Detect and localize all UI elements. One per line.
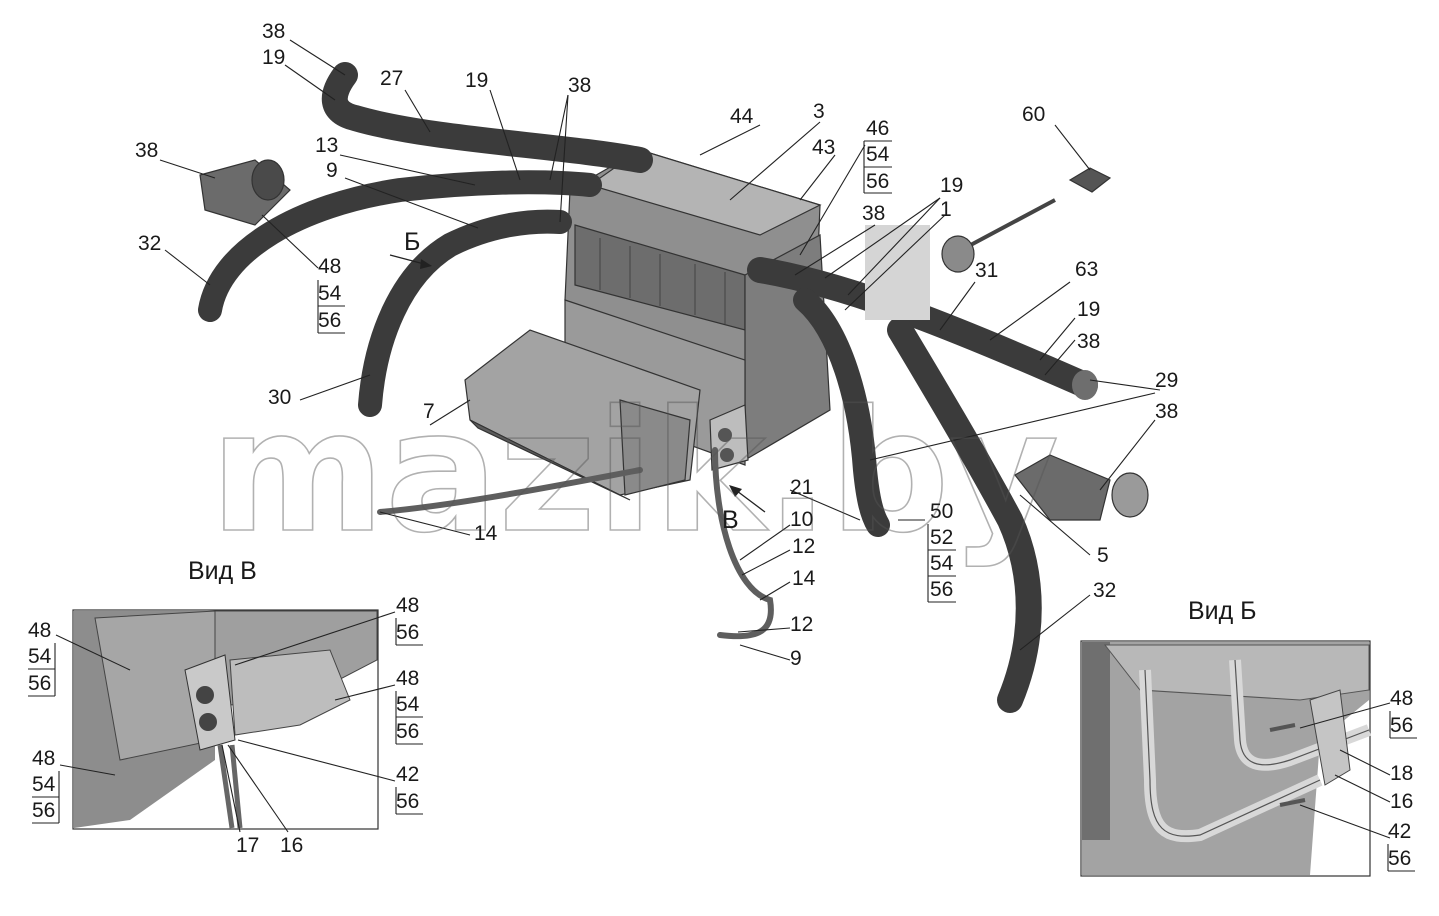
callout-30: 30 bbox=[268, 386, 291, 409]
callout-12: 12 bbox=[792, 535, 815, 558]
callout-38: 38 bbox=[135, 139, 158, 162]
view-arrow-v bbox=[729, 485, 766, 513]
callout-27: 27 bbox=[380, 67, 403, 90]
callout-1: 1 bbox=[940, 198, 952, 221]
callout-21: 21 bbox=[790, 476, 813, 499]
callout-38: 38 bbox=[568, 74, 591, 97]
hose-end-31 bbox=[1072, 370, 1098, 400]
view-b-leaders bbox=[55, 611, 396, 833]
callout-56: 56 bbox=[396, 790, 419, 813]
view-v-title: Вид Б bbox=[1188, 597, 1257, 625]
callout-31: 31 bbox=[975, 259, 998, 282]
callout-13: 13 bbox=[315, 134, 338, 157]
hose-32-right bbox=[887, 317, 1042, 713]
nozzle-38-left bbox=[199, 159, 291, 226]
callout-48: 48 bbox=[396, 667, 419, 690]
callout-48: 48 bbox=[318, 255, 341, 278]
hose-29 bbox=[793, 288, 890, 537]
callout-63: 63 bbox=[1075, 258, 1098, 281]
callout-56: 56 bbox=[1390, 714, 1413, 737]
callout-18: 18 bbox=[1390, 762, 1413, 785]
view-v-inset bbox=[1080, 640, 1372, 877]
callout-38: 38 bbox=[1077, 330, 1100, 353]
callout-7: 7 bbox=[423, 400, 435, 423]
hose-30 bbox=[358, 209, 572, 417]
view-b-title: Вид В bbox=[188, 557, 257, 585]
callout-19: 19 bbox=[940, 174, 963, 197]
callout-38: 38 bbox=[262, 20, 285, 43]
callout-10: 10 bbox=[790, 508, 813, 531]
callout-56: 56 bbox=[396, 621, 419, 644]
callout-5: 5 bbox=[1097, 544, 1109, 567]
callout-52: 52 bbox=[930, 526, 953, 549]
callout-3: 3 bbox=[813, 100, 825, 123]
callout-48: 48 bbox=[32, 747, 55, 770]
callout-48: 48 bbox=[396, 594, 419, 617]
callout-50: 50 bbox=[930, 500, 953, 523]
callout-9: 9 bbox=[790, 647, 802, 670]
nozzle-38-right bbox=[1014, 454, 1149, 521]
callout-44: 44 bbox=[730, 105, 754, 128]
valve-60 bbox=[941, 167, 1112, 273]
callout-54: 54 bbox=[866, 143, 890, 166]
callout-16: 16 bbox=[1390, 790, 1413, 813]
callout-54: 54 bbox=[396, 693, 420, 716]
leader-lines bbox=[159, 39, 1161, 661]
callout-9: 9 bbox=[326, 159, 338, 182]
callout-56: 56 bbox=[866, 170, 889, 193]
callout-56: 56 bbox=[930, 578, 953, 601]
callout-48: 48 bbox=[28, 619, 51, 642]
view-arrow-v-label: В bbox=[722, 506, 739, 534]
callout-32: 32 bbox=[1093, 579, 1116, 602]
view-arrow-b bbox=[389, 254, 432, 269]
hose-32-left bbox=[198, 170, 602, 322]
callout-19: 19 bbox=[262, 46, 285, 69]
callout-54: 54 bbox=[28, 645, 52, 668]
callout-56: 56 bbox=[32, 799, 55, 822]
callout-38: 38 bbox=[1155, 400, 1178, 423]
callout-17: 17 bbox=[236, 834, 259, 857]
callout-54: 54 bbox=[32, 773, 56, 796]
callout-19: 19 bbox=[1077, 298, 1100, 321]
callout-14: 14 bbox=[792, 567, 816, 590]
callout-16: 16 bbox=[280, 834, 303, 857]
view-v-leaders bbox=[1299, 702, 1391, 839]
callout-56: 56 bbox=[396, 720, 419, 743]
callout-14: 14 bbox=[474, 522, 498, 545]
callout-56: 56 bbox=[1388, 847, 1411, 870]
callout-56: 56 bbox=[28, 672, 51, 695]
callout-38: 38 bbox=[862, 202, 885, 225]
callout-42: 42 bbox=[1388, 820, 1411, 843]
callout-12: 12 bbox=[790, 613, 813, 636]
callout-46: 46 bbox=[866, 117, 889, 140]
view-arrow-b-label: Б bbox=[404, 228, 420, 256]
callout-32: 32 bbox=[138, 232, 161, 255]
callout-29: 29 bbox=[1155, 369, 1178, 392]
callout-42: 42 bbox=[396, 763, 419, 786]
view-b-inset bbox=[72, 609, 379, 830]
callout-60: 60 bbox=[1022, 103, 1045, 126]
seal-plate bbox=[865, 225, 930, 320]
pipe-14 bbox=[377, 447, 774, 640]
callout-43: 43 bbox=[812, 136, 835, 159]
callout-19: 19 bbox=[465, 69, 488, 92]
callout-48: 48 bbox=[1390, 687, 1413, 710]
callout-54: 54 bbox=[930, 552, 954, 575]
callout-56: 56 bbox=[318, 309, 341, 332]
callout-54: 54 bbox=[318, 282, 342, 305]
watermark: mazik.by bbox=[210, 374, 1059, 570]
